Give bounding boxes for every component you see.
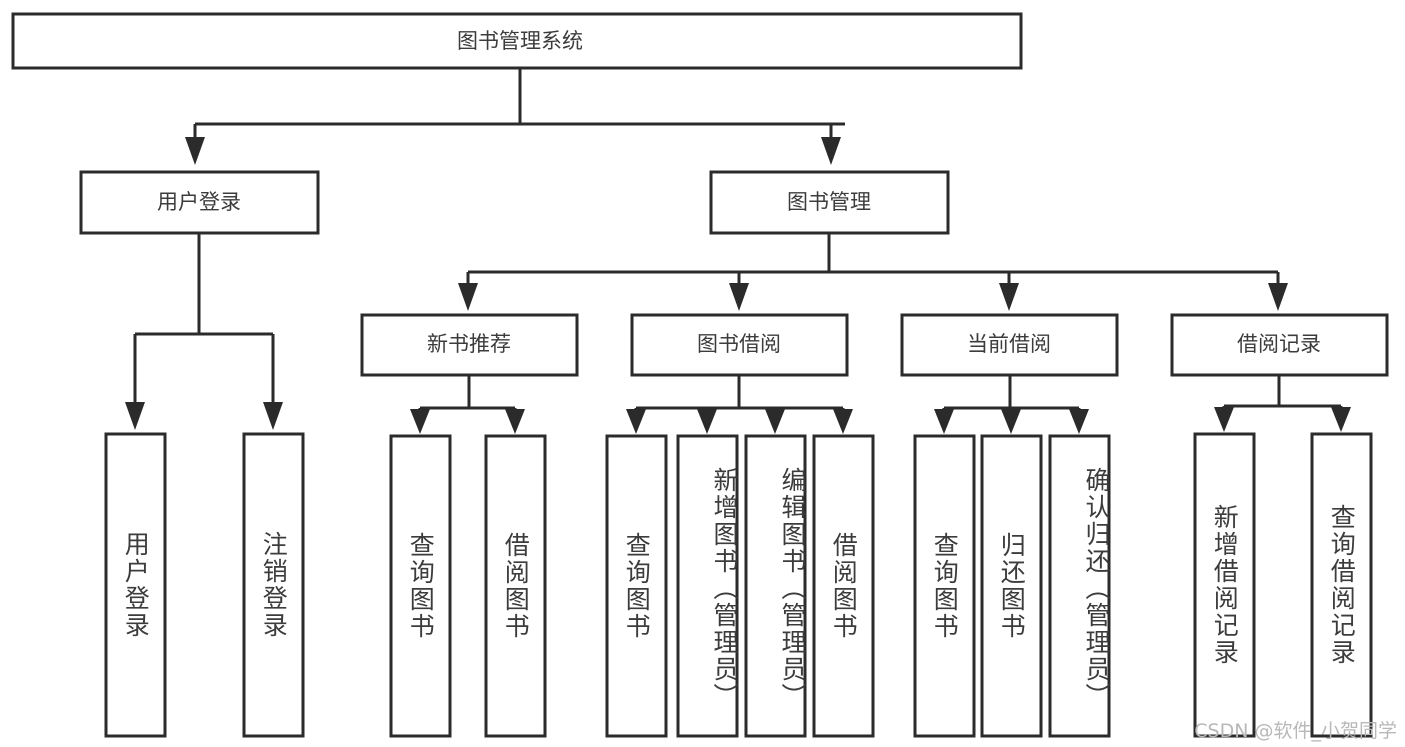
connector-group-current-borrow (934, 375, 1089, 434)
leaf-box-borrow-book-1[interactable] (484, 434, 547, 738)
leaf-box-logout-login[interactable] (242, 432, 305, 738)
leaf-box-confirm-return[interactable] (1048, 434, 1111, 738)
connector-group-root (185, 68, 845, 165)
leaf-box-query-book-1[interactable] (389, 434, 452, 738)
arrowhead-leaf-return-book (1001, 409, 1021, 434)
arrowhead-user-login (185, 137, 205, 165)
connector-group-user-login (125, 233, 283, 430)
node-book-borrow[interactable] (630, 313, 849, 377)
leaf-box-return-book[interactable] (980, 434, 1043, 738)
arrowhead-book-management (821, 137, 841, 165)
arrowhead-leaf-query-book-3 (934, 409, 954, 434)
arrowhead-leaf-user-login (125, 402, 145, 430)
leaf-box-borrow-book-2[interactable] (812, 434, 875, 738)
node-borrow-record[interactable] (1170, 313, 1389, 377)
arrowhead-leaf-add-book (697, 409, 717, 434)
connector-group-book-borrow (626, 375, 853, 434)
node-current-borrow[interactable] (900, 313, 1119, 377)
node-book-management-label: 图书管理 (787, 190, 871, 214)
leaf-box-add-book[interactable] (676, 434, 739, 738)
node-user-login[interactable] (79, 170, 320, 235)
connector-group-new-book-recommend (410, 375, 525, 434)
leaf-box-query-book-2[interactable] (605, 434, 668, 738)
arrowhead-leaf-borrow-book-1 (505, 409, 525, 434)
leaf-box-add-record[interactable] (1193, 432, 1256, 738)
arrowhead-leaf-logout-login (263, 402, 283, 430)
node-current-borrow-label: 当前借阅 (967, 332, 1051, 356)
connector-group-borrow-record (1214, 375, 1351, 432)
connector-group-book-management (458, 233, 1288, 311)
node-root-book-management-system[interactable] (11, 12, 1023, 70)
arrowhead-borrow-record (1268, 283, 1288, 311)
arrowhead-current-borrow (999, 283, 1019, 311)
leaf-box-query-book-3[interactable] (913, 434, 976, 738)
node-new-book-recommend-label: 新书推荐 (427, 332, 511, 356)
arrowhead-leaf-confirm-return (1069, 409, 1089, 434)
leaf-box-edit-book[interactable] (744, 434, 807, 738)
node-borrow-record-label: 借阅记录 (1237, 332, 1321, 356)
node-book-borrow-label: 图书借阅 (697, 332, 781, 356)
leaf-box-user-login[interactable] (104, 432, 167, 738)
arrowhead-book-borrow (729, 283, 749, 311)
arrowhead-leaf-query-record (1331, 407, 1351, 432)
arrowhead-leaf-borrow-book-2 (833, 409, 853, 434)
arrowhead-leaf-edit-book (765, 409, 785, 434)
arrowhead-leaf-add-record (1214, 407, 1234, 432)
node-book-management[interactable] (709, 170, 950, 235)
csdn-watermark: CSDN @软件_小贺同学 (1194, 720, 1397, 742)
leaf-box-query-record[interactable] (1310, 432, 1373, 738)
node-user-login-label: 用户登录 (157, 190, 241, 214)
node-new-book-recommend[interactable] (360, 313, 579, 377)
arrowhead-leaf-query-book-1 (410, 409, 430, 434)
arrowhead-leaf-query-book-2 (626, 409, 646, 434)
node-root-label: 图书管理系统 (457, 29, 583, 53)
arrowhead-new-book-recommend (458, 283, 478, 311)
